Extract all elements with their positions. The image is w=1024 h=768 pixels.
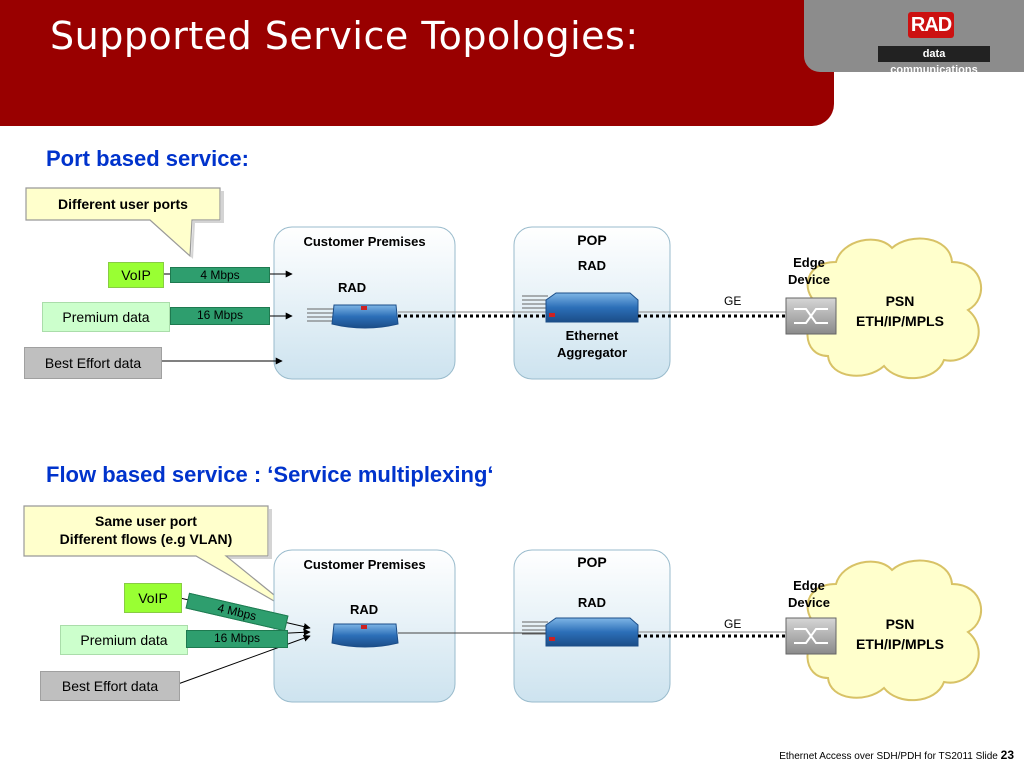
rate-premium: 16 Mbps — [170, 307, 270, 325]
callout-port — [25, 187, 224, 259]
rate-voip: 4 Mbps — [170, 267, 270, 283]
footer-text: Ethernet Access over SDH/PDH for TS2011 … — [779, 751, 998, 762]
service-voip: VoIP — [108, 262, 164, 288]
rad-cpe-device — [307, 304, 399, 329]
rate-premium-2: 16 Mbps — [186, 630, 288, 648]
slide-title: Supported Service Topologies: — [50, 14, 639, 58]
link-ge-label: GE — [724, 294, 742, 308]
ethernet-aggregator-device — [522, 292, 639, 323]
callout-flow-text: Same user port Different flows (e.g VLAN… — [59, 513, 233, 547]
rad-logo: RAD — [908, 12, 954, 38]
premises-label: Customer Premises — [303, 234, 426, 249]
premises-device-label: RAD — [338, 280, 367, 295]
service-premium: Premium data — [42, 302, 170, 332]
slide-number: 23 — [1000, 748, 1014, 762]
psn-cloud — [806, 237, 983, 380]
rad-tagline: data communications — [878, 46, 990, 76]
premises-label-2: Customer Premises — [303, 557, 426, 572]
callout-port-text: Different user ports — [58, 196, 188, 212]
customer-premises-box — [273, 226, 456, 380]
psn-label-2: PSN ETH/IP/MPLS — [856, 616, 944, 652]
service-voip-2: VoIP — [124, 583, 182, 613]
arrow-best-effort-2 — [177, 634, 311, 685]
service-best-effort-2: Best Effort data — [40, 671, 180, 701]
slide-footer: Ethernet Access over SDH/PDH for TS2011 … — [779, 748, 1014, 762]
section-heading-flow: Flow based service : ‘Service multiplexi… — [46, 462, 494, 487]
psn-cloud-2 — [806, 559, 983, 701]
psn-label: PSN ETH/IP/MPLS — [856, 293, 944, 329]
rad-cpe-device-2 — [331, 623, 399, 648]
aggregator-caption: Ethernet Aggregator — [556, 328, 628, 360]
pop-label: POP — [577, 232, 607, 248]
premises-device-label-2: RAD — [350, 602, 379, 617]
title-banner — [0, 0, 834, 126]
edge-device-2 — [785, 617, 837, 655]
rad-pop-device-2 — [522, 617, 639, 647]
pop-label-2: POP — [577, 554, 607, 570]
pop-device-label-2: RAD — [577, 595, 607, 610]
pop-device-label: RAD — [577, 258, 607, 273]
service-best-effort: Best Effort data — [24, 347, 162, 379]
edge-device-label: Edge Device — [788, 255, 830, 287]
section-heading-port: Port based service: — [46, 146, 249, 171]
link-ge-label-2: GE — [724, 617, 742, 631]
edge-device — [785, 297, 837, 335]
edge-device-label-2: Edge Device — [788, 578, 830, 610]
service-premium-2: Premium data — [60, 625, 188, 655]
callout-flow — [23, 505, 303, 619]
